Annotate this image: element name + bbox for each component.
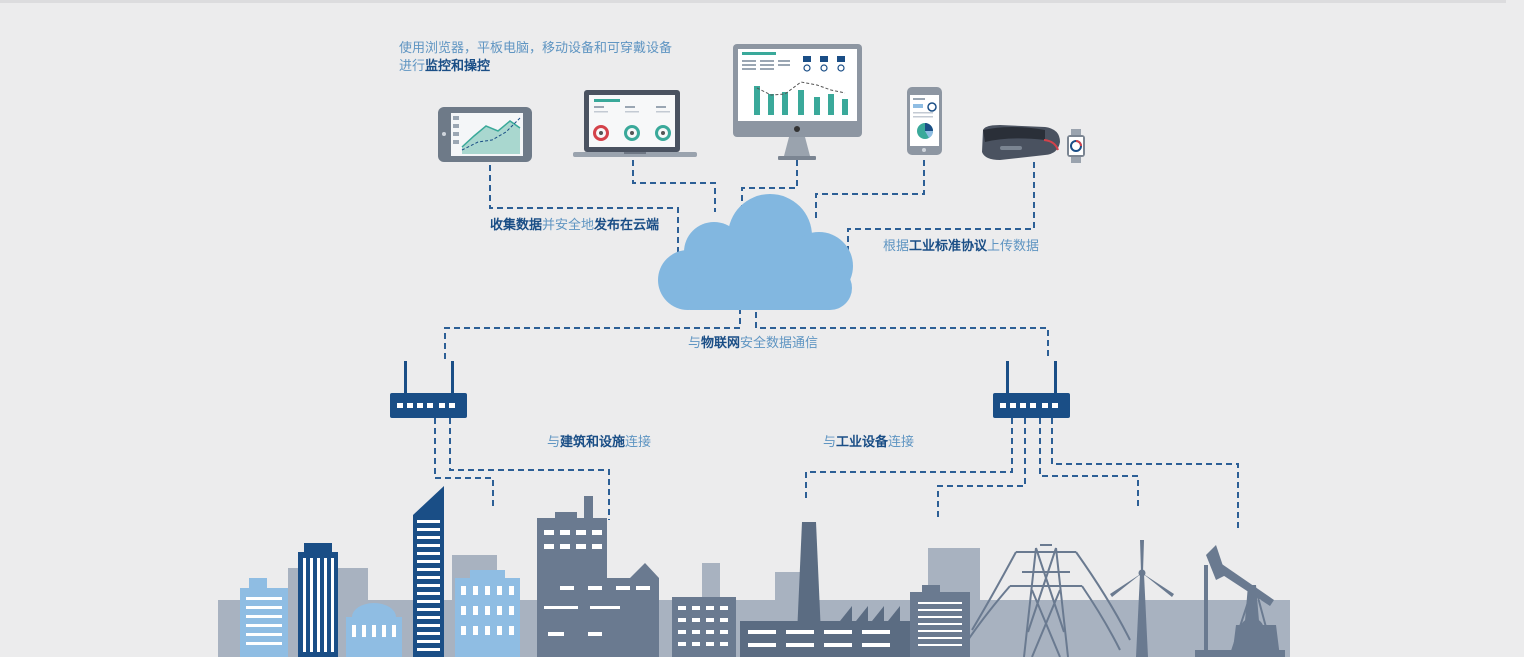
buildings-connection-label: 与建筑和设施连接 bbox=[547, 434, 651, 452]
vr-headset-icon bbox=[982, 125, 1060, 160]
laptop-icon bbox=[573, 90, 697, 157]
smartwatch-icon bbox=[1067, 129, 1085, 163]
buildings-bold: 建筑和设施 bbox=[560, 435, 626, 450]
intro-line-2-bold: 监控和操控 bbox=[425, 59, 491, 74]
collect-bold-1: 收集数据 bbox=[490, 218, 543, 233]
industry-connection-label: 与工业设备连接 bbox=[823, 434, 914, 452]
upload-bold: 工业标准协议 bbox=[909, 239, 988, 254]
tablet-icon bbox=[438, 107, 532, 162]
city-buildings-illustration bbox=[218, 486, 1290, 657]
router-right-icon bbox=[993, 361, 1070, 418]
iot-prefix: 与 bbox=[688, 336, 702, 351]
connection-lines bbox=[434, 160, 1239, 530]
iot-suffix: 安全数据通信 bbox=[740, 336, 819, 351]
cloud-icon bbox=[658, 194, 853, 310]
iot-communication-label: 与物联网安全数据通信 bbox=[688, 335, 818, 353]
desktop-monitor-icon bbox=[733, 44, 862, 160]
industry-bold: 工业设备 bbox=[836, 435, 889, 450]
upload-prefix: 根据 bbox=[883, 239, 910, 254]
intro-line-1: 使用浏览器，平板电脑，移动设备和可穿戴设备 bbox=[399, 41, 673, 56]
buildings-prefix: 与 bbox=[547, 435, 561, 450]
industry-suffix: 连接 bbox=[888, 435, 915, 450]
iot-bold: 物联网 bbox=[701, 336, 741, 351]
collect-data-label: 收集数据并安全地发布在云端 bbox=[490, 217, 659, 235]
smartphone-icon bbox=[907, 87, 942, 155]
upload-protocol-label: 根据工业标准协议上传数据 bbox=[883, 238, 1039, 256]
buildings-suffix: 连接 bbox=[625, 435, 652, 450]
intro-line-2: 进行监控和操控 bbox=[399, 58, 672, 76]
intro-line-2-prefix: 进行 bbox=[399, 59, 426, 74]
industry-prefix: 与 bbox=[823, 435, 837, 450]
router-left-icon bbox=[390, 361, 467, 418]
collect-normal: 并安全地 bbox=[542, 218, 595, 233]
intro-text: 使用浏览器，平板电脑，移动设备和可穿戴设备 进行监控和操控 bbox=[399, 40, 672, 76]
collect-bold-2: 发布在云端 bbox=[594, 218, 660, 233]
upload-suffix: 上传数据 bbox=[987, 239, 1040, 254]
